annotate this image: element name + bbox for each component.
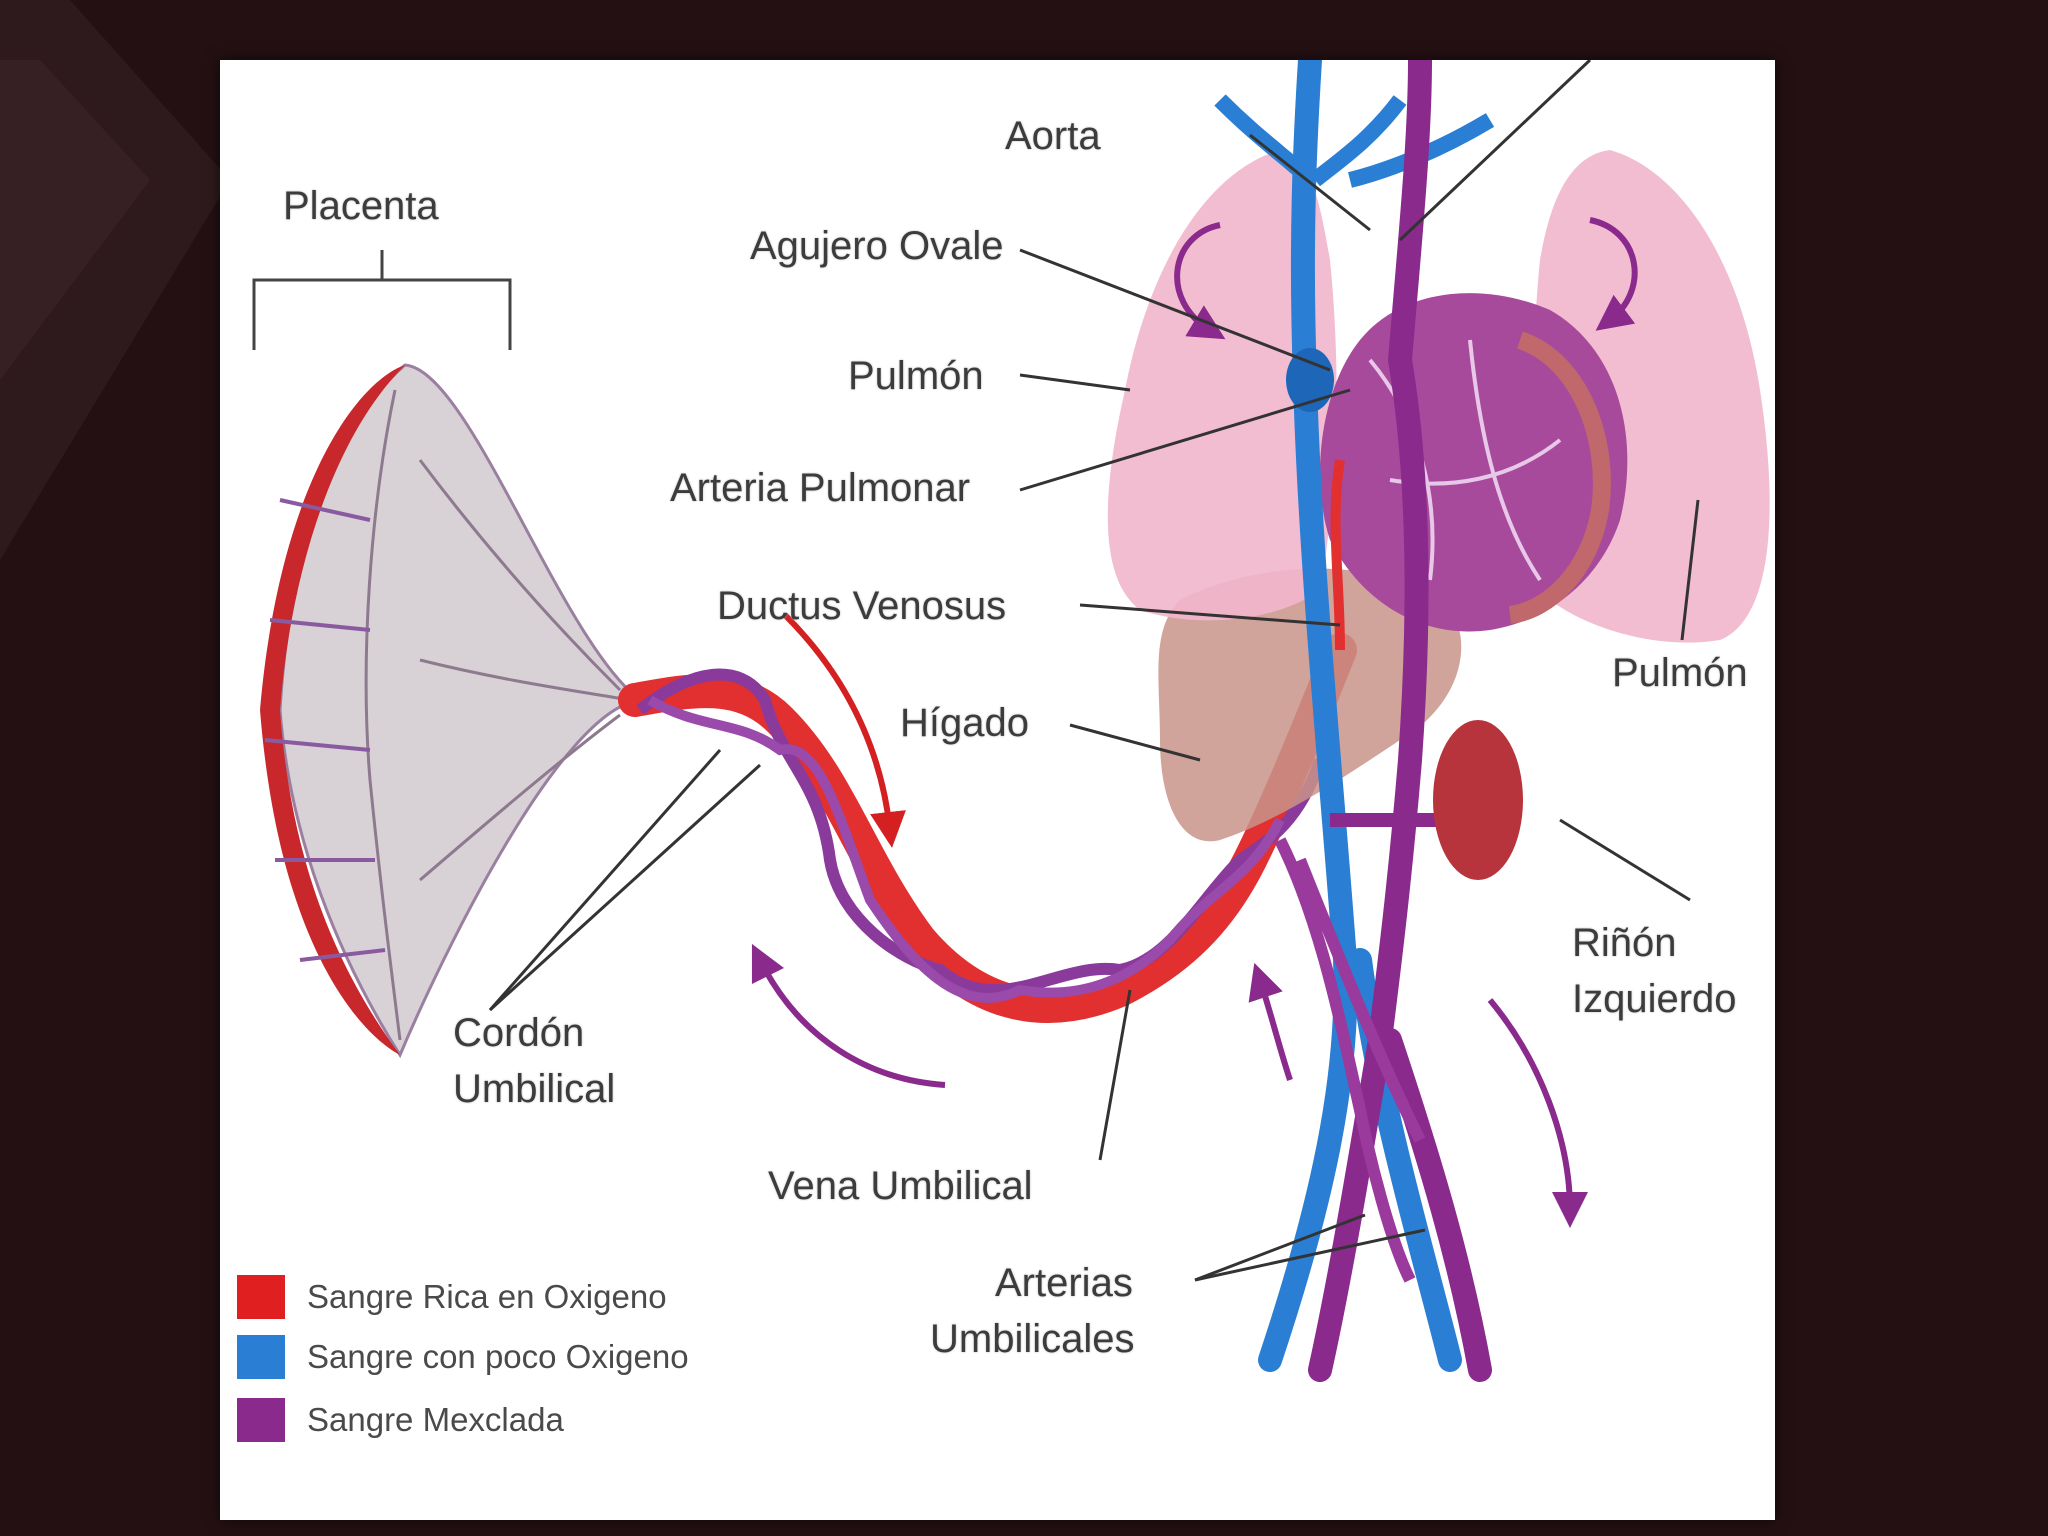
legend-swatch [237,1335,285,1379]
label-ductus-venosus: Ductus Venosus [717,578,1006,634]
flow-arrow-purple-cord [760,960,945,1085]
label-pulmon-left: Pulmón [848,348,984,404]
label-higado: Hígado [900,695,1029,751]
left-kidney [1433,720,1523,880]
placenta-bracket [254,250,510,350]
legend-swatch [237,1275,285,1319]
diagram-panel: Placenta Aorta Agujero Ovale Pulmón Arte… [220,60,1775,1520]
label-pulmon-right: Pulmón [1612,645,1748,701]
label-agujero-ovale: Agujero Ovale [750,218,1003,274]
label-arteria-pulmonar: Arteria Pulmonar [670,460,970,516]
label-aorta: Aorta [1005,108,1101,164]
flow-arrow-purple-arteries [1260,980,1290,1080]
flow-arrow-purple-legs [1490,1000,1570,1210]
heart [1320,293,1627,631]
ductus-venosus-vessel [1336,460,1340,650]
legend-label: Sangre con poco Oxigeno [307,1337,689,1377]
legend-label: Sangre Mexclada [307,1400,564,1440]
leader-lines [490,60,1698,1280]
legend-swatch [237,1398,285,1442]
legend-label: Sangre Rica en Oxigeno [307,1277,667,1317]
placenta-illustration [260,365,640,1055]
label-placenta: Placenta [283,178,439,234]
label-vena-umbilical: Vena Umbilical [768,1158,1033,1214]
